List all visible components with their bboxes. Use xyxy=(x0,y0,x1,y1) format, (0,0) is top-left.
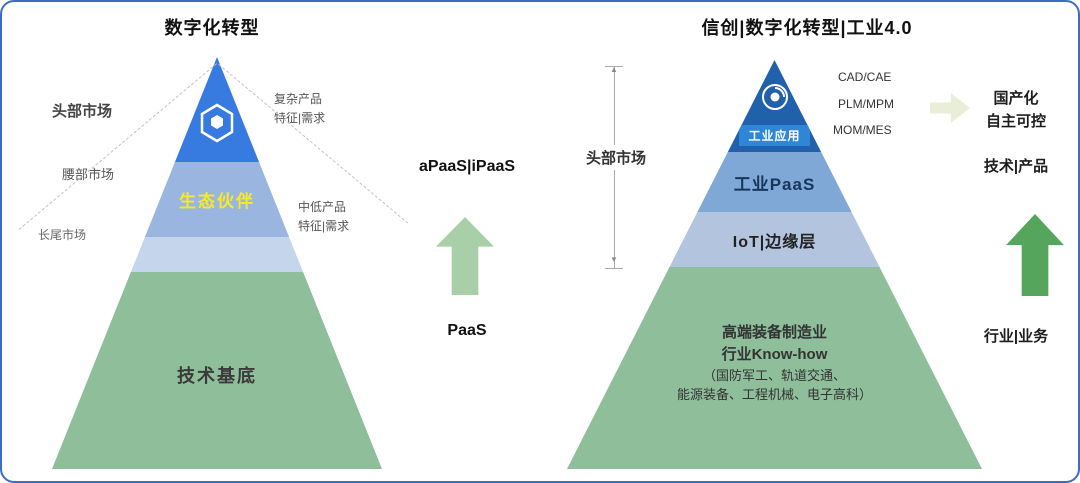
paas-label: PaaS xyxy=(447,322,487,339)
equipment-manufacturing-label: 高端装备制造业 xyxy=(721,324,827,341)
industrial-app-chip: 工业应用 xyxy=(739,125,810,146)
right-chart-title: 信创|数字化转型|工业4.0 xyxy=(701,18,913,38)
right-pyramid: 工业应用 工业PaaS IoT|边缘层 高端装备制造业 行业Know-how （… xyxy=(567,60,982,469)
localization-label: 国产化 自主可控 xyxy=(985,90,1046,130)
partner-label: 生态伙伴 xyxy=(179,192,255,211)
industries-line-2: 能源装备、工程机械、电子高科） xyxy=(676,387,872,402)
right-pyramid-iot-layer: IoT|边缘层 xyxy=(567,212,982,267)
apaas-ipaas-label: aPaaS|iPaaS xyxy=(418,158,516,175)
left-pyramid-lower-layer xyxy=(52,237,382,272)
market-label-head: 头部市场 xyxy=(51,103,112,120)
hexagon-logo-icon xyxy=(199,103,235,148)
demand-label-complex: 复杂产品 特征|需求 xyxy=(274,92,326,125)
right-market-label: 头部市场 xyxy=(576,145,656,170)
industrial-app-icon xyxy=(760,82,790,117)
left-chart-title: 数字化转型 xyxy=(164,18,260,38)
industry-business-label: 行业|业务 xyxy=(983,328,1049,345)
up-arrow-icon-light xyxy=(436,217,494,295)
bracket-tick-top xyxy=(605,66,623,67)
industry-knowhow-block: 高端装备制造业 行业Know-how （国防军工、轨道交通、 能源装备、工程机械… xyxy=(677,322,872,405)
market-label-tail: 长尾市场 xyxy=(37,228,86,242)
bracket-tick-bottom xyxy=(605,268,623,269)
right-pyramid-app-layer: 工业应用 xyxy=(567,60,982,152)
tech-product-label: 技术|产品 xyxy=(983,158,1049,175)
tech-label-cad-cae: CAD/CAE xyxy=(838,70,892,84)
tech-base-label: 技术基底 xyxy=(177,366,257,386)
up-arrow-icon-green xyxy=(1006,214,1064,296)
market-label-waist: 腰部市场 xyxy=(61,167,114,182)
bracket-arrow-down-icon: ▼ xyxy=(610,255,618,264)
knowhow-label: 行业Know-how xyxy=(721,345,828,363)
right-arrow-icon-pale xyxy=(930,93,970,123)
industries-line-1: （国防军工、轨道交通、 xyxy=(702,367,846,383)
industrial-paas-label: 工业PaaS xyxy=(733,174,816,194)
tech-label-mom-mes: MOM/MES xyxy=(833,123,892,137)
demand-label-midlow: 中低产品 特征|需求 xyxy=(298,200,350,233)
right-pyramid-base-layer: 高端装备制造业 行业Know-how （国防军工、轨道交通、 能源装备、工程机械… xyxy=(567,267,982,469)
tech-label-plm-mpm: PLM/MPM xyxy=(838,97,895,111)
iot-edge-label: IoT|边缘层 xyxy=(732,233,817,251)
bracket-arrow-up-icon: ▲ xyxy=(610,65,618,74)
